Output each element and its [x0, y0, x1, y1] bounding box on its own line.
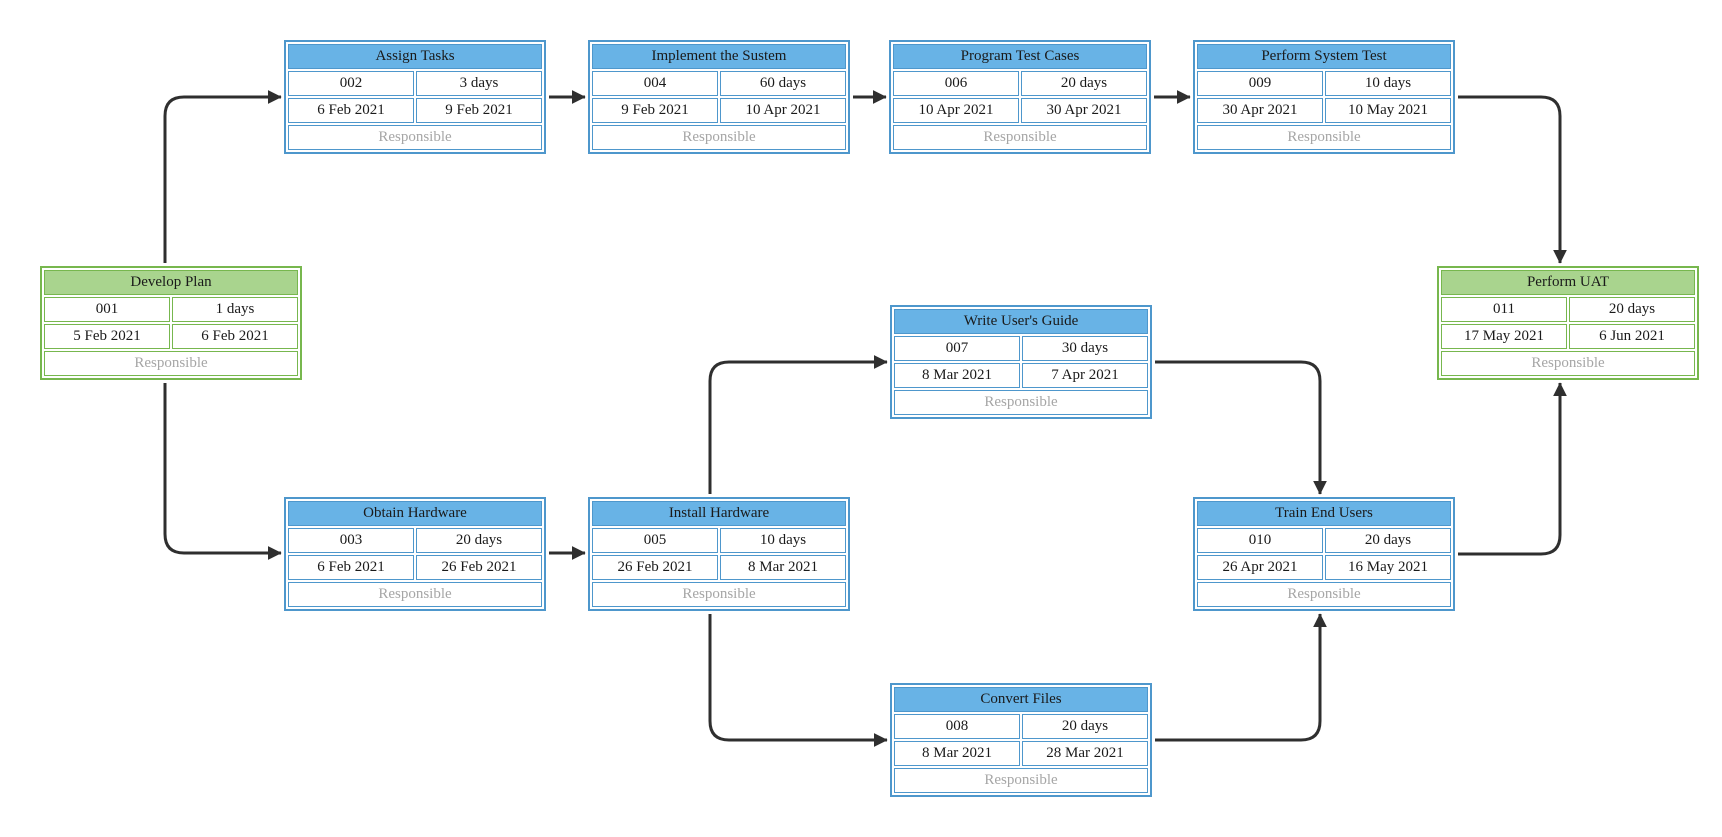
task-id: 001 — [44, 297, 170, 322]
connector-installhardware-usersguide — [708, 355, 888, 494]
task-start-date: 8 Mar 2021 — [894, 741, 1020, 766]
task-end-date: 30 Apr 2021 — [1021, 98, 1147, 123]
task-duration: 20 days — [1569, 297, 1695, 322]
task-title: Install Hardware — [592, 501, 846, 526]
task-responsible: Responsible — [1441, 351, 1695, 376]
task-id: 006 — [893, 71, 1019, 96]
node-write-users-guide[interactable]: Write User's Guide 007 30 days 8 Mar 202… — [890, 305, 1152, 419]
task-duration: 20 days — [1022, 714, 1148, 739]
task-duration: 1 days — [172, 297, 298, 322]
task-title: Assign Tasks — [288, 44, 542, 69]
task-title: Obtain Hardware — [288, 501, 542, 526]
task-title: Convert Files — [894, 687, 1148, 712]
node-perform-uat[interactable]: Perform UAT 011 20 days 17 May 2021 6 Ju… — [1437, 266, 1699, 380]
task-start-date: 17 May 2021 — [1441, 324, 1567, 349]
task-start-date: 26 Apr 2021 — [1197, 555, 1323, 580]
task-end-date: 8 Mar 2021 — [720, 555, 846, 580]
node-perform-system-test[interactable]: Perform System Test 009 10 days 30 Apr 2… — [1193, 40, 1455, 154]
task-responsible: Responsible — [894, 390, 1148, 415]
task-title: Train End Users — [1197, 501, 1451, 526]
task-duration: 3 days — [416, 71, 542, 96]
task-duration: 30 days — [1022, 336, 1148, 361]
task-responsible: Responsible — [44, 351, 298, 376]
task-duration: 20 days — [1325, 528, 1451, 553]
task-responsible: Responsible — [894, 768, 1148, 793]
task-end-date: 7 Apr 2021 — [1022, 363, 1148, 388]
node-install-hardware[interactable]: Install Hardware 005 10 days 26 Feb 2021… — [588, 497, 850, 611]
connector-convertfiles-trainendusers — [1155, 613, 1327, 742]
task-duration: 20 days — [1021, 71, 1147, 96]
task-start-date: 30 Apr 2021 — [1197, 98, 1323, 123]
node-develop-plan[interactable]: Develop Plan 001 1 days 5 Feb 2021 6 Feb… — [40, 266, 302, 380]
task-end-date: 6 Feb 2021 — [172, 324, 298, 349]
node-obtain-hardware[interactable]: Obtain Hardware 003 20 days 6 Feb 2021 2… — [284, 497, 546, 611]
task-id: 002 — [288, 71, 414, 96]
task-responsible: Responsible — [592, 582, 846, 607]
node-program-test-cases[interactable]: Program Test Cases 006 20 days 10 Apr 20… — [889, 40, 1151, 154]
task-duration: 10 days — [720, 528, 846, 553]
task-title: Write User's Guide — [894, 309, 1148, 334]
task-duration: 60 days — [720, 71, 846, 96]
node-assign-tasks[interactable]: Assign Tasks 002 3 days 6 Feb 2021 9 Feb… — [284, 40, 546, 154]
task-end-date: 6 Jun 2021 — [1569, 324, 1695, 349]
task-responsible: Responsible — [1197, 582, 1451, 607]
connector-developplan-assigntasks — [163, 90, 282, 263]
connector-systemtest-performuat — [1458, 95, 1567, 264]
task-id: 007 — [894, 336, 1020, 361]
task-responsible: Responsible — [1197, 125, 1451, 150]
task-id: 009 — [1197, 71, 1323, 96]
task-start-date: 5 Feb 2021 — [44, 324, 170, 349]
task-id: 005 — [592, 528, 718, 553]
task-responsible: Responsible — [893, 125, 1147, 150]
connector-usersguide-trainendusers — [1155, 360, 1327, 495]
task-end-date: 16 May 2021 — [1325, 555, 1451, 580]
node-convert-files[interactable]: Convert Files 008 20 days 8 Mar 2021 28 … — [890, 683, 1152, 797]
task-duration: 10 days — [1325, 71, 1451, 96]
task-title: Perform System Test — [1197, 44, 1451, 69]
task-id: 008 — [894, 714, 1020, 739]
task-responsible: Responsible — [288, 125, 542, 150]
task-start-date: 26 Feb 2021 — [592, 555, 718, 580]
task-start-date: 6 Feb 2021 — [288, 98, 414, 123]
task-end-date: 28 Mar 2021 — [1022, 741, 1148, 766]
node-train-end-users[interactable]: Train End Users 010 20 days 26 Apr 2021 … — [1193, 497, 1455, 611]
task-id: 011 — [1441, 297, 1567, 322]
task-title: Program Test Cases — [893, 44, 1147, 69]
connector-trainendusers-performuat — [1458, 382, 1567, 556]
node-implement-the-sustem[interactable]: Implement the Sustem 004 60 days 9 Feb 2… — [588, 40, 850, 154]
task-end-date: 10 May 2021 — [1325, 98, 1451, 123]
connector-developplan-obtainhardware — [163, 383, 282, 560]
task-end-date: 10 Apr 2021 — [720, 98, 846, 123]
task-id: 010 — [1197, 528, 1323, 553]
task-start-date: 9 Feb 2021 — [592, 98, 718, 123]
task-title: Implement the Sustem — [592, 44, 846, 69]
task-start-date: 6 Feb 2021 — [288, 555, 414, 580]
task-duration: 20 days — [416, 528, 542, 553]
task-responsible: Responsible — [592, 125, 846, 150]
task-title: Develop Plan — [44, 270, 298, 295]
task-end-date: 9 Feb 2021 — [416, 98, 542, 123]
task-id: 003 — [288, 528, 414, 553]
task-start-date: 8 Mar 2021 — [894, 363, 1020, 388]
task-end-date: 26 Feb 2021 — [416, 555, 542, 580]
task-title: Perform UAT — [1441, 270, 1695, 295]
task-id: 004 — [592, 71, 718, 96]
task-responsible: Responsible — [288, 582, 542, 607]
connector-installhardware-convertfiles — [708, 614, 888, 747]
task-start-date: 10 Apr 2021 — [893, 98, 1019, 123]
